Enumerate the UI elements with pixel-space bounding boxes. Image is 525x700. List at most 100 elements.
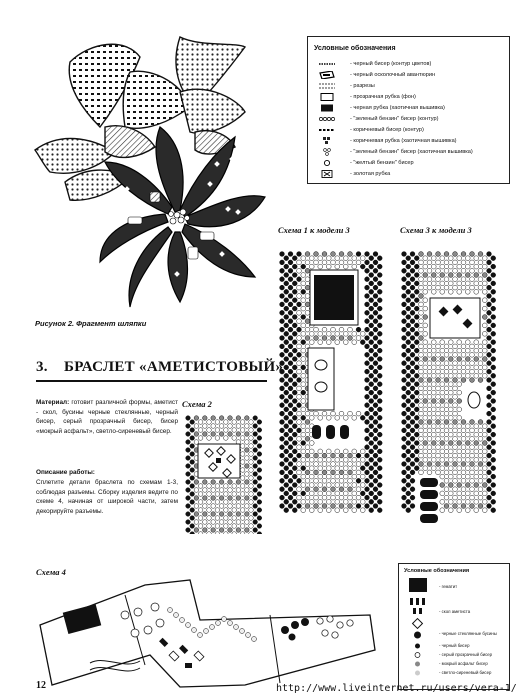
bead (317, 331, 323, 337)
bead (256, 499, 262, 505)
bead (426, 385, 433, 392)
bead (219, 415, 225, 421)
bead (206, 523, 212, 529)
bead (482, 431, 488, 438)
aventurine-icon (319, 71, 335, 79)
bead (347, 503, 353, 509)
bead (279, 394, 285, 400)
bead (486, 461, 492, 467)
bead (477, 360, 484, 366)
bead (435, 410, 441, 417)
bead (304, 259, 311, 266)
bead (185, 439, 191, 445)
bead (405, 482, 411, 488)
bead (355, 259, 362, 266)
bead (185, 471, 191, 477)
bead (296, 419, 302, 425)
bead (439, 415, 445, 421)
bead (426, 368, 433, 375)
bead (210, 423, 216, 429)
bead (244, 471, 250, 477)
section-divider (36, 380, 267, 382)
bead (248, 435, 254, 441)
bead (422, 364, 428, 371)
bead (287, 494, 294, 501)
bead (401, 410, 407, 417)
bead (193, 511, 199, 517)
bead (300, 272, 306, 278)
bead (279, 276, 285, 282)
bead (409, 335, 416, 341)
bead (486, 486, 492, 492)
bead (283, 373, 289, 379)
bead (343, 490, 349, 497)
bead (409, 486, 416, 492)
bead (189, 491, 195, 497)
bead (401, 419, 407, 425)
bead (193, 415, 199, 421)
bead (300, 431, 306, 438)
bead (351, 255, 357, 261)
bead (469, 276, 475, 282)
bead (482, 331, 488, 337)
bead (431, 415, 437, 421)
page-number: 12 (36, 680, 46, 691)
legend-item: - разрезы (314, 81, 510, 91)
bead (405, 339, 411, 345)
bead (422, 339, 428, 345)
bead (202, 511, 208, 517)
bead (185, 527, 191, 533)
bead (313, 478, 319, 484)
bead (235, 503, 241, 509)
bead (426, 352, 433, 358)
bead (409, 452, 416, 459)
bead (300, 398, 306, 404)
bead (422, 314, 428, 320)
bead (490, 305, 496, 312)
bead (409, 469, 416, 476)
bead (422, 415, 428, 421)
bead (300, 289, 306, 295)
bead (426, 469, 433, 476)
bead (334, 255, 340, 261)
bead (401, 444, 407, 450)
gold-bugle-icon (321, 170, 333, 178)
bead (368, 347, 374, 354)
bead (300, 356, 306, 362)
bead (439, 457, 445, 463)
bead (214, 435, 220, 441)
bead (292, 406, 298, 413)
bead (223, 531, 229, 534)
bead (418, 402, 424, 408)
bead (364, 394, 370, 400)
bead (189, 451, 195, 457)
bead (235, 423, 241, 429)
bead (409, 377, 416, 383)
bead (418, 352, 424, 358)
bead (405, 280, 411, 287)
bead (401, 394, 407, 400)
bead (422, 398, 428, 404)
scheme-1-diagram (279, 251, 383, 513)
bead (477, 478, 484, 484)
bead (435, 343, 441, 350)
bead (231, 499, 237, 505)
bead (490, 406, 496, 413)
bead (422, 331, 428, 337)
bead (219, 479, 225, 485)
bead (405, 297, 411, 303)
bead (343, 255, 349, 261)
bead (473, 448, 479, 455)
bead (252, 519, 258, 525)
bead (231, 483, 237, 489)
bead (279, 452, 285, 459)
bead (473, 482, 479, 488)
bead (486, 402, 492, 408)
bead (473, 423, 479, 429)
bead (460, 343, 467, 350)
bead (477, 436, 484, 442)
bead (456, 431, 462, 438)
bead (477, 276, 484, 282)
bead (309, 415, 315, 421)
bead (422, 356, 428, 362)
